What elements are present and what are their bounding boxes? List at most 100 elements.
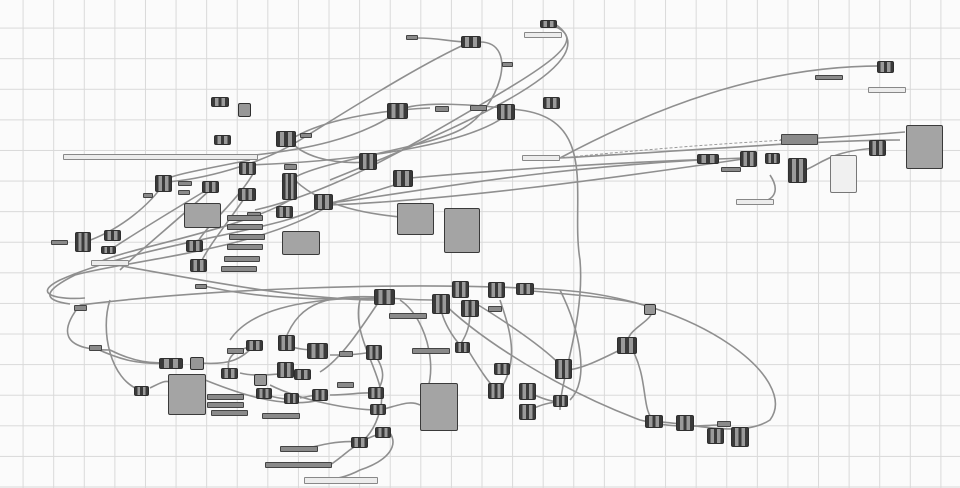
node-component[interactable] — [186, 240, 203, 252]
node-component[interactable] — [314, 194, 333, 210]
node-component[interactable] — [370, 404, 386, 415]
node-component[interactable] — [494, 363, 510, 375]
node-component[interactable] — [276, 131, 296, 147]
node-component[interactable] — [444, 208, 480, 253]
node-param[interactable] — [89, 345, 102, 351]
node-component[interactable] — [676, 415, 694, 431]
node-param[interactable] — [300, 133, 312, 138]
node-component[interactable] — [765, 153, 780, 164]
node-component[interactable] — [277, 362, 294, 378]
node-component[interactable] — [75, 232, 91, 252]
node-component[interactable] — [519, 383, 536, 400]
node-component[interactable] — [461, 36, 481, 48]
node-param[interactable] — [227, 224, 263, 230]
node-panel[interactable] — [91, 260, 129, 266]
node-component[interactable] — [246, 340, 263, 351]
node-component[interactable] — [543, 97, 560, 109]
node-component[interactable] — [159, 358, 183, 369]
node-param[interactable] — [389, 313, 427, 319]
node-component[interactable] — [497, 104, 515, 120]
node-component[interactable] — [368, 387, 384, 399]
node-component[interactable] — [432, 294, 450, 314]
node-panel[interactable] — [736, 199, 774, 205]
node-component[interactable] — [312, 389, 328, 401]
node-param[interactable] — [435, 106, 449, 112]
node-component[interactable] — [221, 368, 238, 379]
node-component[interactable] — [256, 388, 272, 399]
node-component[interactable] — [278, 335, 295, 351]
node-component[interactable] — [731, 427, 749, 447]
node-component[interactable] — [374, 289, 395, 305]
node-component[interactable] — [134, 386, 149, 396]
node-param[interactable] — [195, 284, 207, 289]
node-param[interactable] — [221, 266, 257, 272]
node-component[interactable] — [788, 158, 807, 183]
node-component[interactable] — [519, 404, 536, 420]
node-component[interactable] — [282, 231, 320, 255]
node-param[interactable] — [143, 193, 153, 198]
node-param[interactable] — [265, 462, 332, 468]
node-component[interactable] — [387, 103, 408, 119]
node-panel-large[interactable] — [830, 155, 857, 193]
node-component[interactable] — [239, 162, 256, 175]
node-component[interactable] — [155, 175, 172, 192]
node-param[interactable] — [502, 62, 513, 67]
node-param[interactable] — [717, 421, 731, 427]
node-param[interactable] — [280, 446, 318, 452]
node-panel[interactable] — [63, 154, 258, 160]
node-component[interactable] — [254, 374, 267, 386]
node-component[interactable] — [906, 125, 943, 169]
node-param[interactable] — [488, 306, 502, 312]
node-component[interactable] — [740, 151, 757, 167]
node-param[interactable] — [412, 348, 450, 354]
node-component[interactable] — [455, 342, 470, 353]
node-component[interactable] — [452, 281, 469, 298]
node-component[interactable] — [202, 181, 219, 193]
node-component[interactable] — [214, 135, 231, 145]
node-component[interactable] — [211, 97, 229, 107]
node-component[interactable] — [184, 203, 221, 228]
node-component[interactable] — [697, 154, 719, 164]
node-param[interactable] — [227, 348, 244, 354]
node-component[interactable] — [877, 61, 894, 73]
node-param[interactable] — [227, 244, 263, 250]
node-param[interactable] — [339, 351, 353, 357]
node-param[interactable] — [284, 164, 297, 170]
node-param[interactable] — [262, 413, 300, 419]
node-component[interactable] — [104, 230, 121, 241]
node-component[interactable] — [284, 393, 299, 404]
node-component[interactable] — [307, 343, 328, 359]
node-panel[interactable] — [524, 32, 562, 38]
node-component[interactable] — [393, 170, 413, 187]
node-component[interactable] — [617, 337, 637, 354]
node-param[interactable] — [721, 167, 741, 172]
node-component[interactable] — [276, 206, 293, 218]
node-param[interactable] — [178, 181, 192, 186]
node-component[interactable] — [101, 246, 116, 254]
node-param[interactable] — [229, 234, 265, 240]
node-component[interactable] — [190, 357, 204, 370]
node-component[interactable] — [461, 300, 479, 317]
node-component[interactable] — [420, 383, 458, 431]
node-panel[interactable] — [304, 477, 378, 484]
node-component[interactable] — [238, 188, 256, 201]
node-component[interactable] — [488, 282, 505, 298]
node-component[interactable] — [397, 203, 434, 235]
node-param[interactable] — [337, 382, 354, 388]
node-component[interactable] — [238, 103, 251, 117]
node-param[interactable] — [224, 256, 260, 262]
node-param[interactable] — [211, 410, 248, 416]
node-component[interactable] — [294, 369, 311, 380]
node-component[interactable] — [553, 395, 568, 407]
node-panel[interactable] — [868, 87, 906, 93]
node-param[interactable] — [74, 305, 87, 311]
node-param[interactable] — [815, 75, 843, 80]
node-component[interactable] — [644, 304, 656, 315]
node-param[interactable] — [207, 402, 244, 408]
node-component[interactable] — [707, 428, 724, 444]
node-panel[interactable] — [522, 155, 560, 161]
node-component[interactable] — [168, 374, 206, 415]
node-param[interactable] — [781, 134, 818, 145]
node-component[interactable] — [516, 283, 534, 295]
